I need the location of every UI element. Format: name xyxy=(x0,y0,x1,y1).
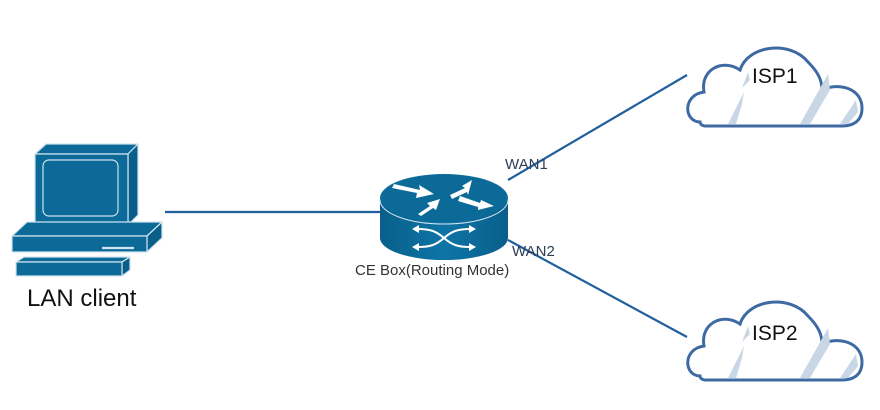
link-wan1 xyxy=(507,74,688,181)
ce-box-label: CE Box(Routing Mode) xyxy=(355,262,510,279)
lan-client-label: LAN client xyxy=(27,285,137,312)
cloud-icon-isp2 xyxy=(686,300,864,382)
router-icon xyxy=(379,174,509,260)
wan2-label: WAN2 xyxy=(512,243,555,260)
wan1-label: WAN1 xyxy=(505,156,548,173)
isp1-label: ISP1 xyxy=(752,65,798,88)
link-wan2 xyxy=(507,239,688,338)
workstation-icon xyxy=(11,143,163,277)
isp2-label: ISP2 xyxy=(752,322,798,345)
cloud-icon-isp1 xyxy=(686,46,864,128)
